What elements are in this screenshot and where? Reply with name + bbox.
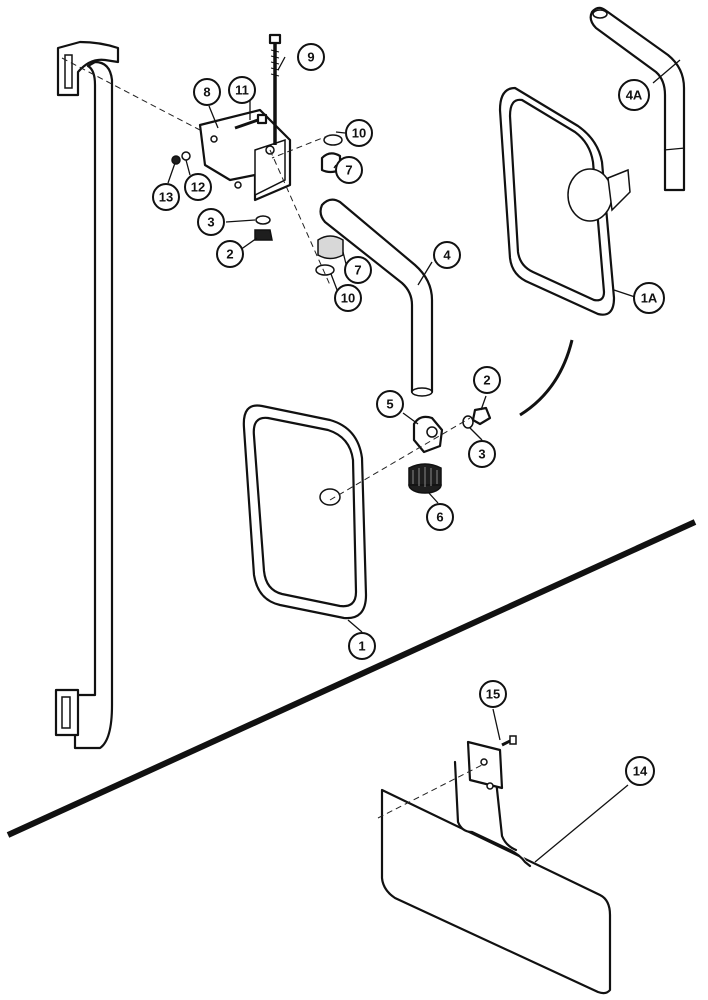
assembly-line: [269, 149, 331, 286]
svg-text:1A: 1A: [641, 291, 658, 306]
nut-part-2-lower: [471, 406, 492, 426]
leader-line: [492, 708, 501, 741]
leader-line: [417, 261, 433, 286]
washer-part-10-lower: [315, 264, 335, 276]
mirror-arm-part-4: [319, 198, 434, 397]
ball-socket-part-6: [408, 463, 442, 494]
leader-line: [167, 162, 176, 184]
section-divider: [6, 519, 697, 838]
mirror-part-1: [242, 404, 368, 620]
callout-15: 15: [479, 680, 507, 708]
washer-part-12: [181, 151, 191, 161]
callout-10-lower: 10: [334, 284, 362, 312]
leader-line: [613, 289, 636, 298]
callout-2-upper: 2: [216, 240, 244, 268]
bolt-part-9: [268, 33, 282, 145]
callout-8: 8: [193, 78, 221, 106]
callout-1A: 1A: [633, 282, 665, 314]
svg-text:11: 11: [235, 83, 249, 98]
leader-line: [208, 105, 219, 129]
washer-part-3-upper: [255, 215, 271, 225]
svg-text:3: 3: [478, 447, 485, 462]
leader-line: [534, 784, 629, 863]
callout-1: 1: [348, 632, 376, 660]
leader-line: [480, 395, 487, 411]
callout-11: 11: [228, 76, 256, 104]
svg-text:14: 14: [633, 764, 648, 779]
svg-text:9: 9: [307, 50, 314, 65]
leader-line: [427, 491, 439, 504]
callout-7-lower: 7: [344, 256, 372, 284]
screw-part-15: [501, 735, 517, 747]
sun-visor-part-14: [380, 740, 612, 995]
washer-part-3-lower: [462, 415, 474, 429]
callout-2-lower: 2: [473, 366, 501, 394]
svg-text:3: 3: [207, 215, 214, 230]
callout-9: 9: [297, 43, 325, 71]
callout-12: 12: [184, 173, 212, 201]
leader-line: [335, 131, 346, 134]
svg-text:7: 7: [345, 163, 352, 178]
washer-part-10-upper: [323, 134, 343, 146]
svg-text:5: 5: [386, 397, 393, 412]
callout-4A: 4A: [618, 79, 650, 111]
leader-line: [469, 427, 483, 441]
svg-text:15: 15: [486, 687, 500, 702]
mirror-part-1A: [498, 86, 631, 316]
callout-6: 6: [426, 503, 454, 531]
svg-text:10: 10: [341, 291, 355, 306]
callout-3-upper: 3: [197, 208, 225, 236]
svg-text:7: 7: [354, 263, 361, 278]
callout-5: 5: [376, 390, 404, 418]
assembly-line: [329, 417, 471, 501]
callout-14: 14: [625, 756, 655, 786]
assembly-arrow: [519, 339, 574, 417]
callout-13: 13: [152, 183, 180, 211]
leader-line: [277, 56, 286, 71]
assembly-line: [271, 134, 331, 159]
assembly-line: [61, 57, 201, 131]
nut-part-2-upper: [254, 229, 273, 241]
leader-line: [333, 164, 337, 169]
callout-3-lower: 3: [468, 440, 496, 468]
leader-line: [225, 219, 256, 223]
svg-text:10: 10: [352, 126, 366, 141]
svg-text:4: 4: [443, 248, 451, 263]
grab-handle: [54, 40, 120, 750]
leader-line: [347, 619, 363, 633]
callout-4: 4: [433, 241, 461, 269]
clamp-part-7-lower: [317, 235, 344, 260]
svg-text:13: 13: [159, 190, 173, 205]
leader-line: [185, 159, 191, 176]
svg-text:2: 2: [483, 373, 490, 388]
callout-7-upper: 7: [335, 156, 363, 184]
svg-text:2: 2: [226, 247, 233, 262]
svg-text:1: 1: [358, 639, 365, 654]
callout-10-upper: 10: [345, 119, 373, 147]
svg-text:4A: 4A: [626, 88, 643, 103]
mirror-arm-part-4A: [589, 6, 686, 192]
leader-line: [239, 237, 258, 251]
bolt-part-11: [234, 113, 268, 130]
leader-line: [402, 412, 419, 425]
nut-part-13: [171, 155, 181, 165]
svg-text:12: 12: [191, 180, 205, 195]
clamp-part-5: [412, 415, 444, 454]
leader-line: [652, 59, 681, 84]
svg-text:6: 6: [436, 510, 443, 525]
svg-text:8: 8: [203, 85, 210, 100]
